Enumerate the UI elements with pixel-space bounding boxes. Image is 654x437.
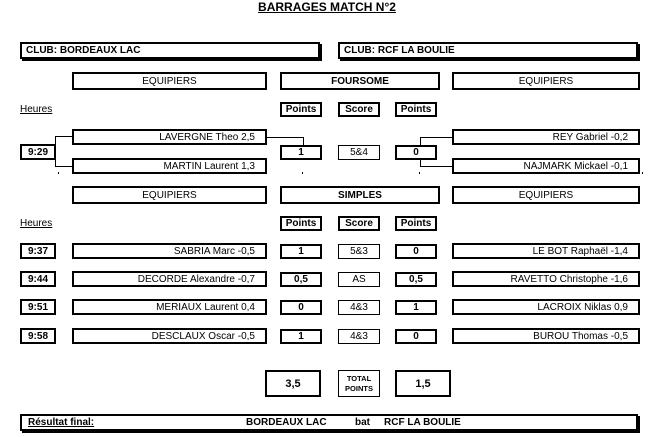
match-left-player: MERIAUX Laurent 0,4 (72, 299, 267, 315)
match-left-player: DECORDE Alexandre -0,7 (72, 271, 267, 287)
match-time: 9:37 (20, 243, 56, 259)
foursome-header: FOURSOME (280, 72, 440, 90)
match-points-left: 1 (280, 244, 322, 259)
page-title: BARRAGES MATCH N°2 (258, 0, 396, 14)
simples-equipiers-right-header: EQUIPIERS (452, 186, 640, 204)
match-points-left: 1 (280, 329, 322, 344)
total-label-line1: TOTAL (346, 373, 372, 383)
foursome-equipiers-right-header: EQUIPIERS (452, 72, 640, 90)
total-points-left: 3,5 (265, 370, 321, 397)
foursome-right-player-2: NAJMARK Mickael -0,1 (452, 158, 640, 174)
match-right-player: LE BOT Raphaël -1,4 (452, 243, 640, 259)
simples-heures-label: Heures (20, 218, 53, 229)
foursome-points-right: 0 (395, 145, 437, 160)
match-points-right: 1 (395, 300, 437, 315)
match-right-player: BUROU Thomas -0,5 (452, 328, 640, 344)
foursome-points-right-label: Points (395, 102, 437, 117)
simples-points-right-label: Points (395, 216, 437, 231)
match-points-right: 0,5 (395, 272, 437, 287)
simples-header: SIMPLES (280, 186, 440, 204)
total-label-line2: POINTS (345, 383, 373, 393)
match-left-player: SABRIA Marc -0,5 (72, 243, 267, 259)
match-time: 9:58 (20, 328, 56, 344)
final-result-bar: Résultat final: BORDEAUX LAC bat RCF LA … (20, 414, 638, 431)
match-time: 9:44 (20, 271, 56, 287)
final-loser: RCF LA BOULIE (384, 417, 461, 428)
foursome-points-left: 1 (280, 145, 322, 160)
match-right-player: LACROIX Niklas 0,9 (452, 299, 640, 315)
match-time: 9:51 (20, 299, 56, 315)
simples-equipiers-left-header: EQUIPIERS (72, 186, 267, 204)
foursome-left-player-1: LAVERGNE Theo 2,5 (72, 129, 267, 145)
final-verb: bat (355, 417, 370, 428)
foursome-score: 5&4 (338, 145, 380, 160)
match-score: 4&3 (338, 300, 380, 315)
match-points-right: 0 (395, 329, 437, 344)
match-points-right: 0 (395, 244, 437, 259)
match-points-left: 0,5 (280, 272, 322, 287)
final-result-label: Résultat final: (28, 417, 95, 428)
match-right-player: RAVETTO Christophe -1,6 (452, 271, 640, 287)
match-score: AS (338, 272, 380, 287)
club-left: CLUB: BORDEAUX LAC (20, 42, 320, 59)
total-points-right: 1,5 (395, 370, 451, 397)
match-points-left: 0 (280, 300, 322, 315)
simples-points-left-label: Points (280, 216, 322, 231)
club-right: CLUB: RCF LA BOULIE (338, 42, 638, 59)
foursome-time: 9:29 (20, 144, 56, 160)
foursome-heures-label: Heures (20, 104, 53, 115)
simples-score-label: Score (338, 216, 380, 231)
match-score: 4&3 (338, 329, 380, 344)
match-left-player: DESCLAUX Oscar -0,5 (72, 328, 267, 344)
foursome-left-player-2: MARTIN Laurent 1,3 (72, 158, 267, 174)
final-winner: BORDEAUX LAC (246, 417, 327, 428)
foursome-right-player-1: REY Gabriel -0,2 (452, 129, 640, 145)
foursome-equipiers-left-header: EQUIPIERS (72, 72, 267, 90)
foursome-points-left-label: Points (280, 102, 322, 117)
match-score: 5&3 (338, 244, 380, 259)
total-points-label: TOTAL POINTS (338, 370, 380, 397)
foursome-score-label: Score (338, 102, 380, 117)
